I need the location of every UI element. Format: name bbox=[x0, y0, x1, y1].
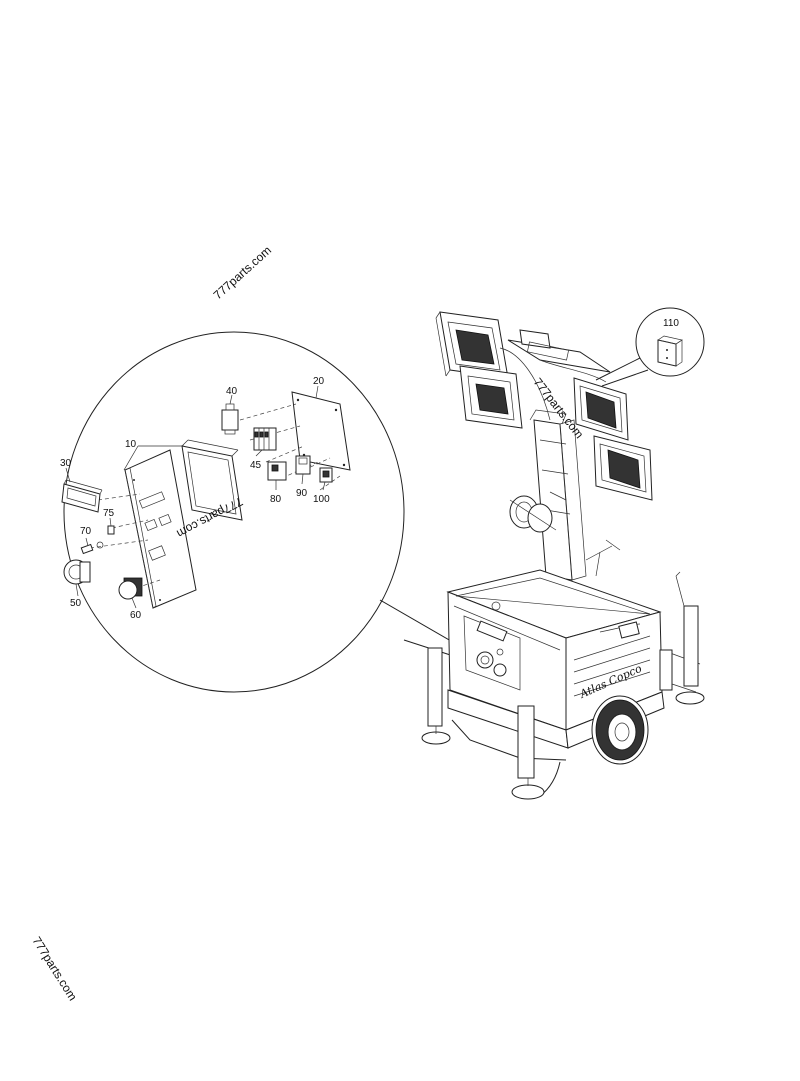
component-110 bbox=[657, 335, 683, 367]
floodlight-lower-right bbox=[593, 435, 653, 501]
component-100 bbox=[319, 467, 333, 483]
control-panel bbox=[124, 449, 197, 609]
callout-40: 40 bbox=[226, 386, 238, 397]
panel-enclosure bbox=[181, 439, 243, 521]
assembly-lines bbox=[89, 403, 341, 591]
outrigger-right-front bbox=[659, 649, 673, 691]
callout-100: 100 bbox=[313, 494, 330, 505]
callout-70: 70 bbox=[80, 526, 92, 537]
callout-110: 110 bbox=[663, 318, 679, 329]
component-60 bbox=[118, 577, 143, 600]
callout-80: 80 bbox=[270, 494, 282, 505]
watermark-bottom: 777parts.com bbox=[29, 934, 79, 1003]
component-45 bbox=[253, 427, 277, 451]
callout-60: 60 bbox=[130, 610, 142, 621]
floodlight-upper-right bbox=[573, 377, 629, 441]
wheel bbox=[591, 695, 649, 765]
component-30 bbox=[61, 479, 103, 513]
component-70 bbox=[80, 541, 104, 555]
callout-75: 75 bbox=[103, 508, 115, 519]
outrigger-front bbox=[511, 705, 545, 800]
detail-view: 777parts.com bbox=[61, 331, 473, 693]
callout-50: 50 bbox=[70, 598, 82, 609]
mast-lever bbox=[585, 539, 621, 577]
detail-view-110: 110 bbox=[595, 307, 705, 387]
callout-labels: 10 20 30 40 45 50 60 70 75 80 90 100 bbox=[60, 376, 330, 621]
callout-10: 10 bbox=[125, 439, 137, 450]
component-50 bbox=[63, 559, 91, 585]
outrigger-left bbox=[421, 647, 451, 745]
floodlight-upper-left bbox=[435, 311, 509, 379]
callout-90: 90 bbox=[296, 488, 308, 499]
outrigger-right-rear bbox=[675, 571, 705, 705]
component-75 bbox=[107, 525, 115, 535]
component-90 bbox=[295, 455, 311, 475]
mounting-plate bbox=[291, 391, 351, 471]
detail-circle bbox=[63, 331, 405, 693]
callout-30: 30 bbox=[60, 458, 72, 469]
generator-housing: Atlas Copco bbox=[446, 569, 663, 731]
component-80 bbox=[267, 461, 287, 481]
light-bar bbox=[499, 329, 611, 421]
floodlight-lower-left bbox=[459, 365, 523, 429]
component-40 bbox=[221, 403, 239, 435]
light-tower: 777parts.com Atlas Copco bbox=[421, 311, 705, 800]
winch bbox=[509, 491, 567, 533]
detail-110-leader bbox=[595, 357, 649, 387]
watermark-top: 777parts.com bbox=[211, 243, 274, 302]
callout-45: 45 bbox=[250, 460, 262, 471]
callout-20: 20 bbox=[313, 376, 325, 387]
